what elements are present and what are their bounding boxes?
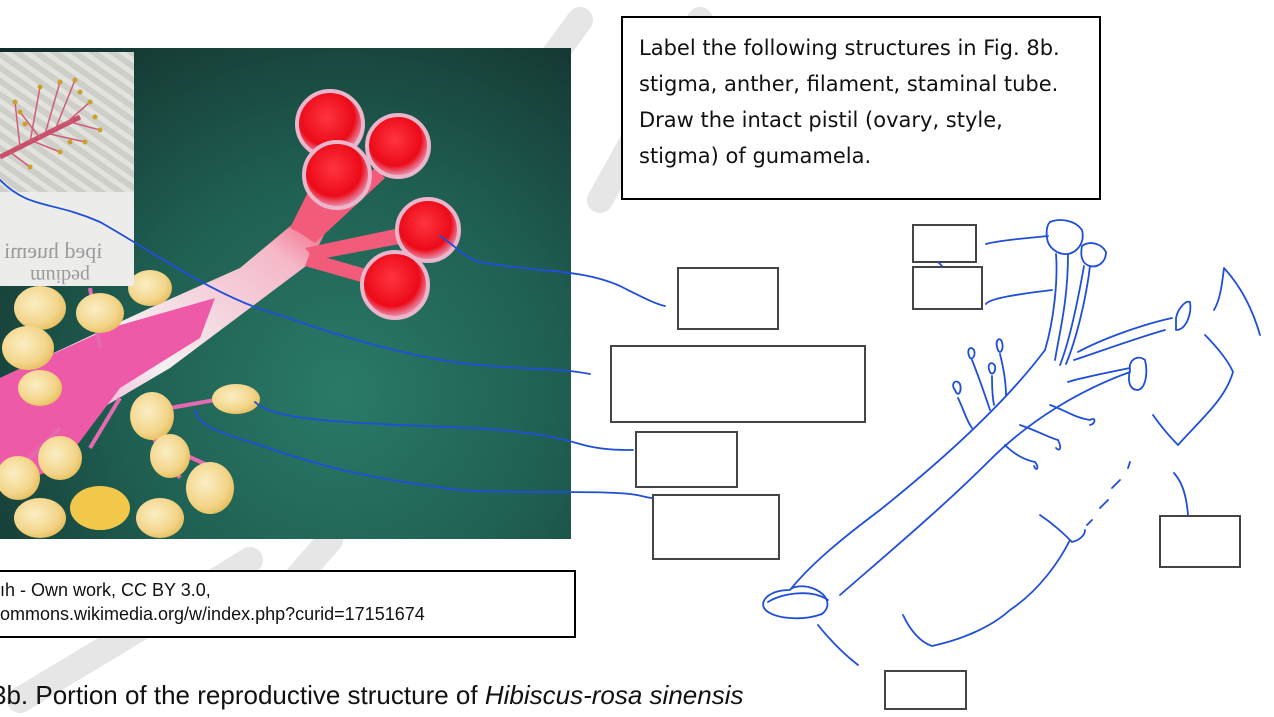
anther (128, 270, 172, 306)
label-box-drawing-petal[interactable] (1159, 515, 1241, 568)
drawing-stamen (995, 338, 1007, 396)
drawing-stigma-head (1045, 219, 1084, 255)
leader-line-drawing-petal (1173, 472, 1189, 516)
leader-line-drawing-ovary (817, 624, 859, 666)
caption-species: Hibiscus-rosa sinensis (484, 680, 744, 710)
drawing-branch (1067, 367, 1131, 383)
drawing-petal (1039, 514, 1086, 543)
drawing-style (1059, 265, 1085, 366)
drawing-stamen (967, 347, 991, 411)
anther (212, 384, 260, 414)
anther (130, 392, 174, 440)
caption-text: 3b. Portion of the reproductive structur… (0, 680, 485, 710)
image-credit-box: ıh - Own work, CC BY 3.0, ommons.wikimed… (0, 570, 576, 638)
leader-line-drawing-style (985, 289, 1053, 305)
anther (18, 370, 62, 406)
drawing-stamen (952, 380, 973, 429)
anther (70, 486, 130, 530)
stigma-lobe (302, 140, 372, 210)
drawing-branch (1073, 329, 1166, 361)
anther (76, 293, 124, 333)
drawing-petal (1213, 267, 1261, 336)
drawing-style (1054, 253, 1069, 361)
drawing-stamen (987, 362, 997, 406)
inset-mirrored-text: iped huemi (4, 238, 103, 263)
instruction-box: Label the following structures in Fig. 8… (621, 16, 1101, 200)
anther (0, 456, 40, 500)
drawing-tube-lower (839, 371, 1131, 596)
drawing-branch-tip (1128, 356, 1148, 391)
credit-url: ommons.wikimedia.org/w/index.php?curid=1… (0, 604, 425, 624)
figure-caption: 3b. Portion of the reproductive structur… (0, 680, 743, 711)
drawing-branch (1077, 317, 1173, 353)
anther (14, 286, 66, 330)
drawing-petal (1152, 334, 1234, 446)
drawing-petal (902, 539, 1071, 647)
credit-line: ıh - Own work, CC BY 3.0, (0, 580, 211, 600)
filament (88, 396, 122, 450)
drawing-ovary (767, 592, 829, 603)
stigma-lobe (360, 250, 430, 320)
stigma-lobe (395, 197, 461, 263)
inset-photo: iped huemi pedium (0, 52, 134, 286)
drawing-stigma-head (1080, 242, 1107, 268)
drawing-stamen (1019, 424, 1062, 451)
label-box-filament[interactable] (652, 494, 780, 560)
drawing-style (1065, 265, 1091, 365)
anther (38, 436, 82, 480)
instruction-text: Label the following structures in Fig. 8… (639, 36, 1060, 168)
stigma-lobe (365, 113, 431, 179)
label-box-drawing-ovary[interactable] (884, 670, 967, 710)
inset-mirrored-text: pedium (30, 265, 90, 286)
drawing-style (1044, 253, 1058, 351)
anther (2, 326, 54, 370)
anther (186, 462, 234, 514)
anther (136, 498, 184, 538)
inset-staminal-column (0, 77, 103, 170)
leader-line-drawing-stigma (985, 235, 1049, 245)
anther (150, 434, 190, 478)
label-box-drawing-style[interactable] (912, 266, 983, 310)
drawing-branch-tip (1175, 300, 1192, 331)
drawing-stamen (1049, 404, 1096, 426)
drawing-petal-dashes (1086, 461, 1131, 526)
label-box-drawing-stigma[interactable] (912, 224, 977, 263)
drawing-ovary (762, 585, 829, 620)
label-box-staminal-tube[interactable] (610, 345, 866, 423)
label-box-stigma[interactable] (677, 267, 779, 330)
anther (14, 498, 66, 538)
label-box-anther[interactable] (635, 431, 738, 488)
drawing-stamen (1004, 444, 1039, 470)
filament (169, 398, 216, 410)
